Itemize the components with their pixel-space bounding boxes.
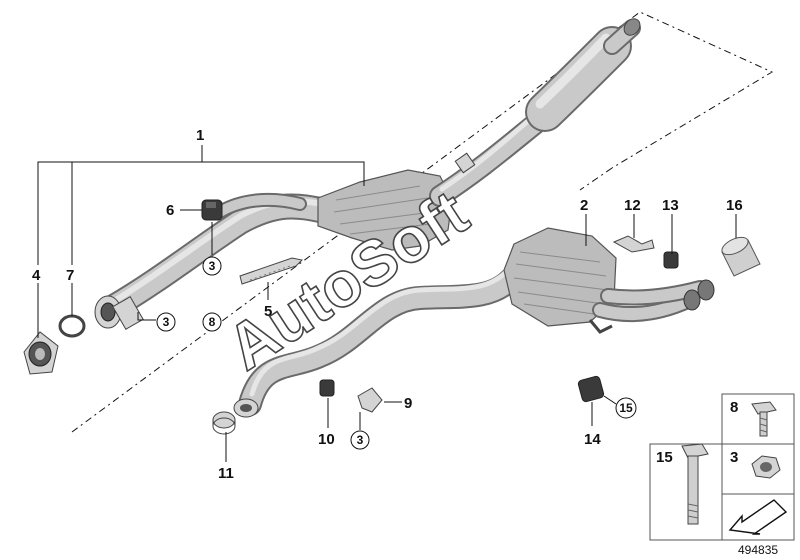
callout-2: 2 — [580, 197, 588, 214]
nut-3-icon — [751, 455, 781, 479]
direction-arrow-icon — [728, 499, 788, 535]
callout-4: 4 — [32, 267, 41, 284]
circled-ref-15: 15 — [619, 401, 633, 415]
callout-12: 12 — [624, 197, 641, 214]
diagram-number: 494835 — [738, 543, 778, 557]
callout-5: 5 — [264, 303, 272, 320]
bolt-8-icon — [751, 401, 777, 437]
bolt-15-icon — [681, 443, 709, 525]
legend-label-3: 3 — [730, 449, 738, 466]
circled-ref-3-top: 3 — [209, 259, 216, 273]
front-pipe-assembly — [94, 18, 641, 330]
legend-label-15: 15 — [656, 449, 673, 466]
callout-7: 7 — [66, 267, 74, 284]
assembly-boundary-line-lower — [579, 167, 613, 191]
part-11-clamp-ring — [212, 411, 236, 435]
part-9-clamp-clip — [357, 387, 383, 413]
circled-ref-3-flange: 3 — [163, 315, 170, 329]
legend-label-8: 8 — [730, 399, 738, 416]
catalytic-converter — [317, 169, 453, 251]
callout-14: 14 — [584, 431, 601, 448]
part-6-rubber-mount — [201, 199, 223, 221]
part-4-flange-gasket — [23, 331, 59, 375]
circled-references: 3 8 3 3 15 — [156, 256, 637, 450]
callout-10: 10 — [318, 431, 335, 448]
fastener-legend: 8 3 15 — [649, 393, 795, 541]
part-13-rubber-mount — [663, 251, 679, 269]
part-7-sealing-ring — [58, 314, 86, 338]
part-5-bracket — [239, 257, 304, 285]
leader-lines — [37, 145, 737, 462]
callout-16: 16 — [726, 197, 743, 214]
rear-silencer-assembly — [233, 227, 715, 418]
part-14-rubber-mount — [577, 375, 605, 403]
part-16-tail-pipe-trim — [721, 236, 761, 277]
circled-ref-3-bottom: 3 — [357, 433, 364, 447]
part-10-rubber-mount — [319, 379, 335, 397]
callouts: 1 2 4 5 6 7 9 10 11 12 13 14 16 — [32, 127, 743, 482]
callout-6: 6 — [166, 202, 174, 219]
callout-1: 1 — [196, 127, 204, 144]
callout-13: 13 — [662, 197, 679, 214]
circled-ref-8: 8 — [209, 315, 216, 329]
part-12-bracket — [612, 235, 655, 253]
callout-11: 11 — [218, 465, 234, 482]
callout-9: 9 — [404, 395, 412, 412]
